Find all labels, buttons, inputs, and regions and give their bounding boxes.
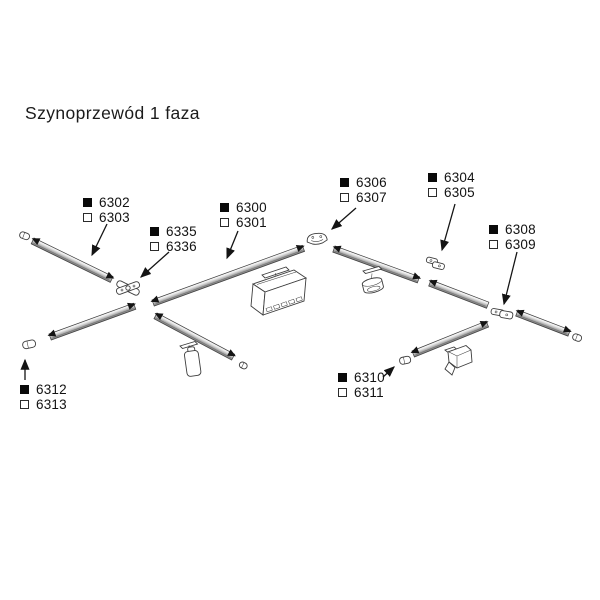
part-number: 6308 (505, 221, 536, 237)
track-rail-6302 (30, 237, 115, 283)
part-number: 6302 (99, 194, 130, 210)
label-row: 6301 (220, 214, 267, 230)
part-number: 6303 (99, 209, 130, 225)
pointer-arrow-6300 (226, 230, 239, 260)
open-square-icon (489, 239, 498, 249)
filled-square-icon (83, 197, 92, 207)
part-label-6300-6301: 6300 6301 (220, 200, 267, 230)
pointer-arrow-6306 (331, 207, 357, 230)
linear-light-fixture (250, 266, 308, 316)
part-label-6308-6309: 6308 6309 (489, 222, 536, 252)
label-row: 6308 (489, 221, 536, 237)
filled-square-icon (489, 224, 498, 234)
part-number: 6335 (166, 223, 197, 239)
corner-connector-6308 (490, 308, 514, 320)
label-row: 6312 (20, 381, 67, 397)
mini-connector-6304 (425, 256, 445, 270)
open-square-icon (340, 192, 349, 202)
track-rail-southwest (47, 302, 137, 341)
filled-square-icon (150, 226, 159, 236)
part-number: 6313 (36, 396, 67, 412)
pointer-arrow-6310 (382, 366, 395, 378)
part-number: 6307 (356, 189, 387, 205)
part-number: 6306 (356, 174, 387, 190)
part-number: 6310 (354, 369, 385, 385)
spot-light-fixture (361, 265, 384, 294)
track-rail-6300 (150, 244, 306, 307)
label-row: 6304 (428, 169, 475, 185)
track-rail-southeast (153, 312, 236, 361)
label-row: 6303 (83, 209, 130, 225)
label-row: 6311 (338, 384, 385, 400)
end-cap-middle (238, 361, 248, 370)
pointer-arrow-6302 (91, 223, 108, 257)
label-row: 6305 (428, 184, 475, 200)
open-square-icon (83, 212, 92, 222)
part-label-6312-6313: 6312 6313 (20, 382, 67, 412)
part-label-6304-6305: 6304 6305 (428, 170, 475, 200)
label-row: 6313 (20, 396, 67, 412)
track-rail-right-4 (410, 320, 490, 358)
part-label-6302-6303: 6302 6303 (83, 195, 130, 225)
mini-connector-6306 (306, 232, 328, 245)
pointer-arrow-6335 (140, 251, 170, 278)
end-cap-northwest (19, 231, 31, 241)
label-row: 6310 (338, 369, 385, 385)
label-row: 6309 (489, 236, 536, 252)
track-rail-right-1 (332, 245, 422, 284)
open-square-icon (20, 399, 29, 409)
page-title: Szynoprzewód 1 faza (25, 103, 200, 123)
end-cap-6310 (399, 355, 412, 365)
filled-square-icon (428, 172, 437, 182)
label-row: 6302 (83, 194, 130, 210)
part-number: 6300 (236, 199, 267, 215)
fixture-louver-slots (265, 296, 303, 313)
label-row: 6336 (150, 238, 197, 254)
filled-square-icon (340, 177, 349, 187)
part-label-6306-6307: 6306 6307 (340, 175, 387, 205)
open-square-icon (428, 187, 437, 197)
part-number: 6304 (444, 169, 475, 185)
part-number: 6312 (36, 381, 67, 397)
end-cap-6312 (22, 339, 37, 350)
part-number: 6311 (354, 384, 384, 400)
part-number: 6336 (166, 238, 197, 254)
pendant-light-fixture (179, 340, 202, 377)
part-number: 6301 (236, 214, 267, 230)
part-number: 6309 (505, 236, 536, 252)
label-row: 6300 (220, 199, 267, 215)
label-row: 6306 (340, 174, 387, 190)
part-number: 6305 (444, 184, 475, 200)
track-rail-right-2 (428, 279, 490, 309)
part-label-6335-6336: 6335 6336 (150, 224, 197, 254)
angled-spot-fixture (444, 344, 473, 376)
filled-square-icon (20, 384, 29, 394)
part-label-6310-6311: 6310 6311 (338, 370, 385, 400)
label-row: 6307 (340, 189, 387, 205)
pointer-arrow-6304 (440, 203, 456, 252)
filled-square-icon (338, 372, 347, 382)
open-square-icon (220, 217, 229, 227)
end-cap-right (572, 333, 583, 342)
filled-square-icon (220, 202, 229, 212)
track-rail-right-3 (515, 309, 572, 337)
cross-connector-6335 (115, 280, 141, 296)
open-square-icon (338, 387, 347, 397)
open-square-icon (150, 241, 159, 251)
label-row: 6335 (150, 223, 197, 239)
pointer-arrow-6308 (501, 251, 518, 306)
